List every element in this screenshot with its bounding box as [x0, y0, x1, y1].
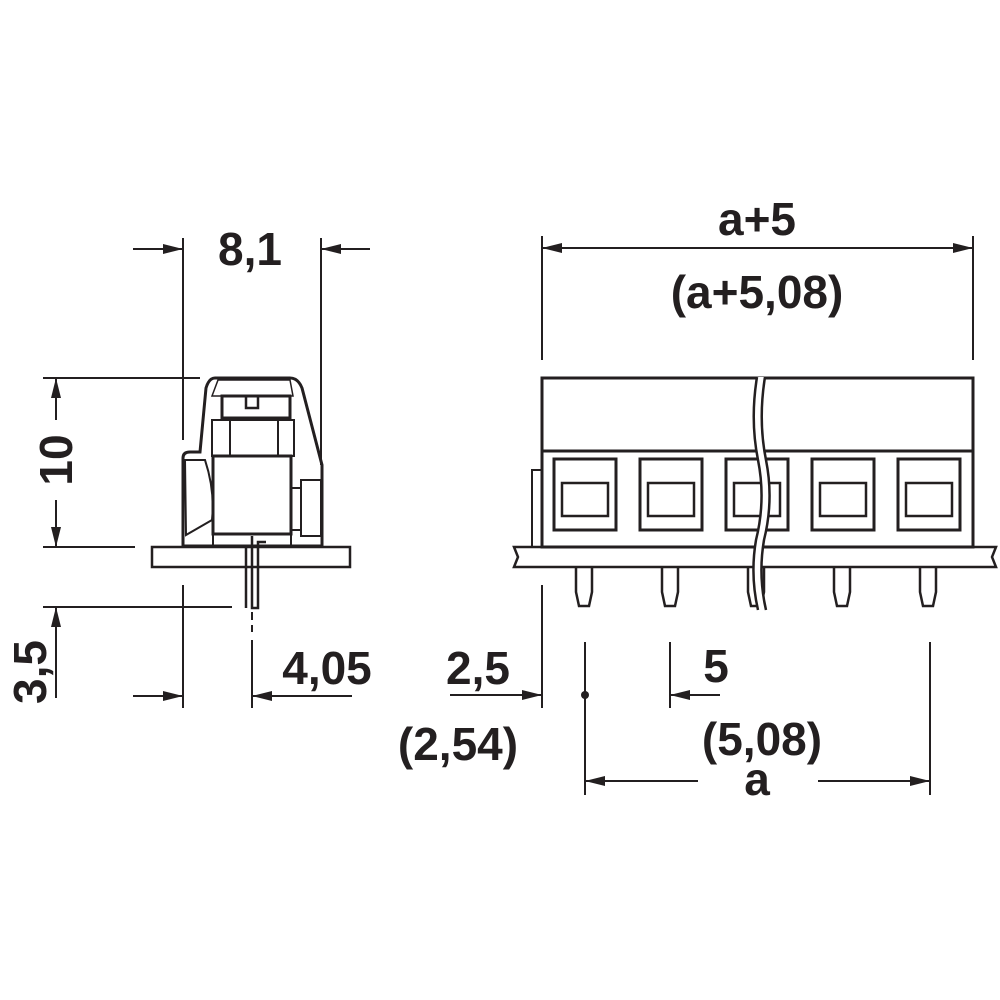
pins-front: [574, 568, 938, 608]
label-edge-offset: 2,5: [446, 642, 510, 694]
dimension-width-8-1: 8,1: [133, 223, 370, 465]
label-span: a: [744, 753, 770, 805]
label-pin-offset: 4,05: [282, 642, 372, 694]
label-width: 8,1: [218, 223, 282, 275]
clamp-opening: [810, 457, 876, 532]
clamp-opening: [638, 457, 704, 532]
dimension-overall-width: a+5 (a+5,08): [541, 193, 974, 360]
clamp-opening: [896, 457, 962, 532]
housing-front: [531, 376, 975, 549]
side-view: 8,1 10 3,5 4,05: [4, 223, 372, 708]
front-view: a+5 (a+5,08) 2,5 (2,54) 5 (5,08) a: [398, 193, 998, 805]
pin-side: [244, 536, 266, 632]
dimension-height-10: 10: [30, 377, 200, 548]
dimension-pitch: 5 (5,08): [581, 640, 822, 795]
label-height: 10: [30, 434, 82, 485]
clamp-opening: [724, 457, 790, 532]
label-pitch: 5: [703, 640, 729, 692]
label-pitch-alt: (5,08): [702, 713, 822, 765]
dimension-edge-offset: 2,5 (2,54): [398, 585, 543, 770]
label-overall-width-alt: (a+5,08): [671, 266, 844, 318]
label-overall-width: a+5: [718, 193, 796, 245]
break-line: [752, 376, 771, 611]
dimension-pin-length: 3,5: [4, 606, 232, 704]
clamp-openings: [552, 457, 962, 532]
pcb-board-front: [512, 545, 998, 569]
housing-side: [181, 376, 324, 548]
dimension-span: a: [585, 642, 931, 805]
dimension-pin-offset: 4,05: [133, 585, 372, 708]
label-edge-offset-alt: (2,54): [398, 718, 518, 770]
clamp-opening: [552, 457, 618, 532]
label-pin-length: 3,5: [4, 640, 56, 704]
